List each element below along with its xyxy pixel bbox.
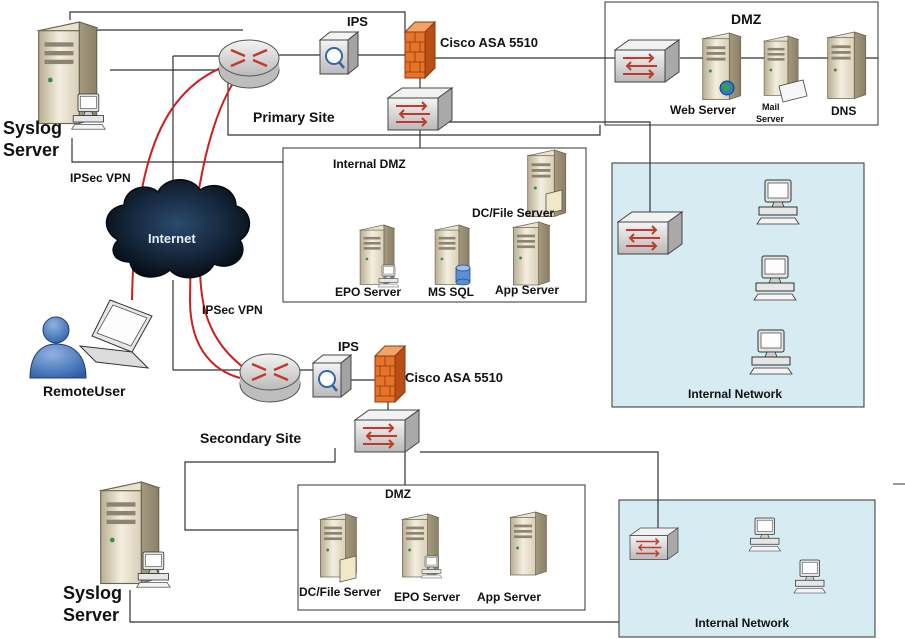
web-server-label: Web Server <box>670 103 736 117</box>
ips-primary-icon <box>318 30 360 76</box>
mail-server-label-line1: Mail <box>762 102 780 112</box>
internal-network-bottom-label: Internal Network <box>695 616 789 630</box>
internal-dmz-label: Internal DMZ <box>333 157 406 171</box>
database-icon <box>455 264 471 286</box>
dns-server-icon <box>827 31 867 99</box>
ips-bottom-label: IPS <box>338 339 359 354</box>
dmz-top-label: DMZ <box>731 11 762 27</box>
dc-file-server-bottom-label: DC/File Server <box>299 585 381 599</box>
internal-switch-bottom-icon <box>629 527 679 561</box>
internet-label: Internet <box>148 231 196 246</box>
app-server-top-icon <box>512 221 550 286</box>
remote-user-icon <box>29 316 87 379</box>
syslog-bottom-label-line2: Server <box>63 605 119 625</box>
dmz-bottom-label: DMZ <box>385 487 411 501</box>
app-server-bottom-label: App Server <box>477 590 541 604</box>
mail-server-label-line2: Server <box>756 114 785 124</box>
firewall-secondary-icon <box>374 345 406 403</box>
ips-secondary-icon <box>311 353 353 399</box>
firewall-primary-icon <box>404 21 436 79</box>
internal-network-top-label: Internal Network <box>688 387 782 401</box>
network-links <box>69 11 878 623</box>
router-primary-icon <box>217 38 281 90</box>
syslog-top-label-line1: Syslog <box>3 118 62 138</box>
secondary-site-label: Secondary Site <box>200 430 301 446</box>
asa-top-label: Cisco ASA 5510 <box>440 35 538 50</box>
ms-sql-label: MS SQL <box>428 285 474 299</box>
envelope-icon <box>778 79 808 103</box>
internal-network-zone-bottom <box>618 499 876 638</box>
ipsec-vpn-bottom-label: IPSec VPN <box>202 303 263 317</box>
epo-server-bottom-label: EPO Server <box>394 590 460 604</box>
epo-server-top-label: EPO Server <box>335 285 401 299</box>
syslog-bottom-label-line1: Syslog <box>63 583 122 603</box>
primary-site-label: Primary Site <box>253 109 335 125</box>
syslog-top-label-line2: Server <box>3 140 59 160</box>
switch-primary-icon <box>387 87 453 131</box>
app-server-bottom-icon <box>509 511 547 576</box>
internet-cloud: Internet <box>105 179 250 279</box>
asa-bottom-label: Cisco ASA 5510 <box>405 370 503 385</box>
internal-network-zone-top <box>611 162 865 408</box>
ipsec-vpn-top-label: IPSec VPN <box>70 171 131 185</box>
remote-user-label: RemoteUser <box>43 383 126 399</box>
app-server-top-label: App Server <box>495 283 559 297</box>
dns-label: DNS <box>831 104 856 118</box>
internal-switch-top-icon <box>617 211 683 255</box>
laptop-icon <box>78 299 153 369</box>
dc-file-server-top-label: DC/File Server <box>472 206 554 220</box>
switch-secondary-icon <box>354 409 420 453</box>
ips-top-label: IPS <box>347 14 368 29</box>
router-secondary-icon <box>238 352 302 404</box>
dmz-switch-icon <box>614 39 680 83</box>
